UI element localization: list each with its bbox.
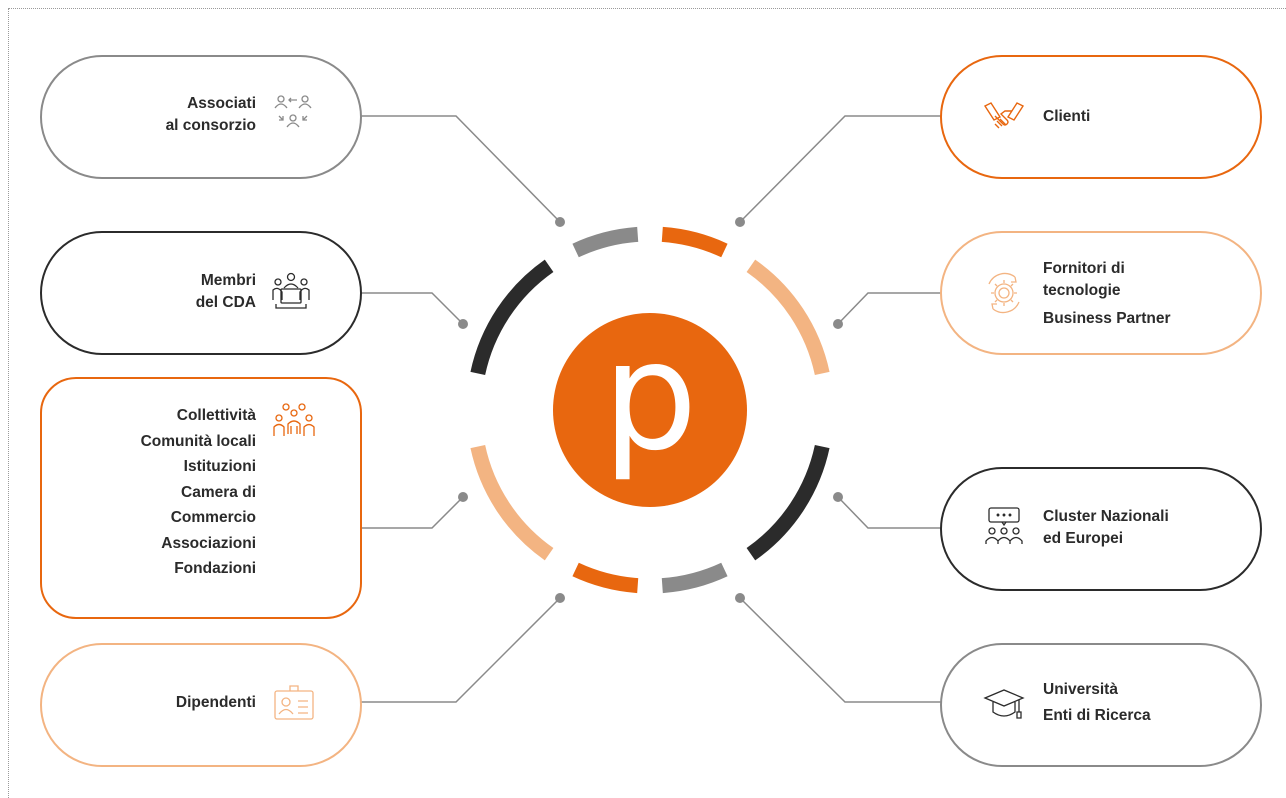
connector-cluster	[837, 496, 968, 529]
presentation-group-icon	[985, 507, 1023, 544]
community-group-icon	[273, 403, 315, 436]
connector-membri	[332, 292, 464, 325]
label-membri: Membri del CDA	[195, 272, 256, 311]
dot-membri-ring	[458, 319, 468, 329]
ring-segment-right-lower	[746, 444, 830, 561]
ring-segment-top-right	[661, 226, 728, 258]
gear-cycle-icon	[988, 272, 1020, 314]
ring-segment-top-left	[572, 226, 639, 258]
box-universita	[940, 643, 1262, 767]
connector-clienti	[739, 115, 968, 223]
connector-dipendenti	[332, 597, 561, 703]
connector-universita	[739, 597, 968, 703]
ring-segment-bottom-left	[572, 562, 639, 594]
label-cluster: Cluster Nazionali ed Europei	[1043, 508, 1169, 547]
label-universita: Università Enti di Ricerca	[1043, 681, 1151, 724]
handshake-icon	[983, 102, 1025, 129]
dot-associati-ring	[555, 217, 565, 227]
dot-dipendenti-ring	[555, 593, 565, 603]
box-collettivita	[40, 377, 362, 619]
box-associati	[40, 55, 362, 179]
box-membri	[40, 231, 362, 355]
dotted-frame	[8, 8, 1286, 798]
dot-collettivita-ring	[458, 492, 468, 502]
label-clienti: Clienti	[1043, 108, 1091, 125]
label-dipendenti: Dipendenti	[175, 694, 256, 711]
ring-segment-left-upper	[470, 259, 554, 376]
connector-fornitori	[837, 292, 968, 325]
people-exchange-icon	[274, 95, 312, 128]
logo-circle	[553, 313, 747, 507]
dot-cluster-ring	[833, 492, 843, 502]
employee-badge-icon	[274, 685, 314, 720]
logo-letter: p	[602, 310, 697, 484]
ring-segment-right-upper	[746, 259, 830, 376]
connector-collettivita	[332, 496, 464, 529]
graduation-cap-icon	[983, 689, 1025, 719]
box-dipendenti	[40, 643, 362, 767]
box-clienti	[940, 55, 1262, 179]
ring-segment-left-lower	[470, 444, 554, 561]
connector-associati	[332, 115, 561, 223]
board-meeting-icon	[272, 272, 310, 309]
label-associati: Associati al consorzio	[165, 95, 256, 134]
label-fornitori: Fornitori di tecnologie Business Partner	[1043, 260, 1171, 327]
ring-segment-bottom-right	[661, 562, 728, 594]
dot-fornitori-ring	[833, 319, 843, 329]
dot-universita-ring	[735, 593, 745, 603]
dot-clienti-ring	[735, 217, 745, 227]
label-collettivita: Collettività Comunità locali Istituzioni…	[140, 407, 256, 577]
